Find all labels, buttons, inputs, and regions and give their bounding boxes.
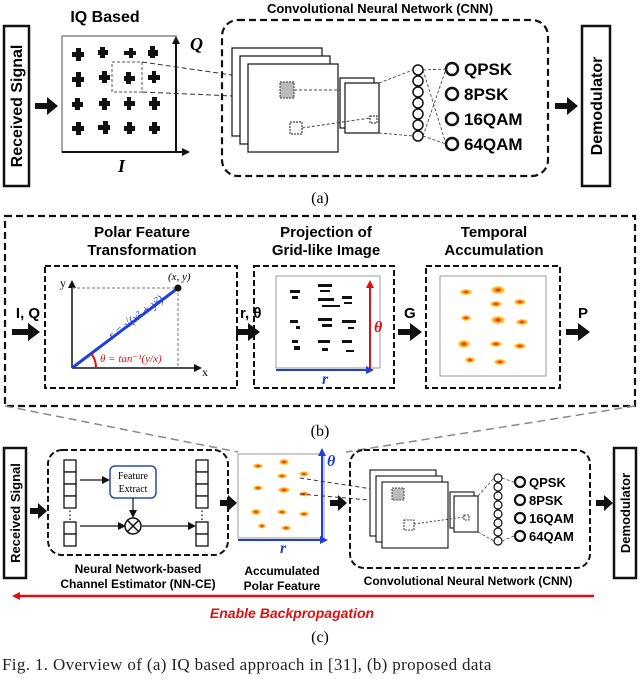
arrow-icon bbox=[236, 323, 260, 341]
cnn-title-a: Convolutional Neural Network (CNN) bbox=[267, 1, 493, 16]
panel-b-frame bbox=[3, 214, 637, 408]
class-16qam-c: 16QAM bbox=[529, 511, 574, 526]
polar-transform-box bbox=[44, 265, 238, 389]
demodulator-box-c: Demodulator bbox=[612, 446, 638, 580]
fc-layer-c bbox=[493, 473, 503, 546]
acc-label-2: Polar Feature bbox=[244, 579, 321, 593]
i-axis-label: I bbox=[117, 156, 126, 176]
nnce-output-layer bbox=[195, 459, 209, 547]
svg-text:⋮: ⋮ bbox=[64, 508, 76, 522]
cnn-feature-maps-c bbox=[369, 469, 479, 549]
output-g: G bbox=[404, 305, 416, 322]
arrow-icon bbox=[566, 323, 590, 341]
panel-a-label: (a) bbox=[311, 190, 329, 207]
panel-c: Received Signal ⋮ ⋮ Feature Extract bbox=[2, 446, 638, 646]
point-label: (x, y) bbox=[168, 271, 191, 283]
panel-b: I, Q Polar Feature Transformation y x (x… bbox=[3, 214, 637, 440]
step3-title-1: Temporal bbox=[461, 224, 527, 241]
temporal-accumulation-box bbox=[425, 265, 561, 389]
q-axis-label: Q bbox=[190, 34, 203, 54]
x-axis-label: x bbox=[202, 365, 208, 379]
fc-layer-a bbox=[412, 64, 424, 142]
arrow-icon bbox=[555, 97, 578, 115]
received-signal-box-a: Received Signal bbox=[2, 24, 31, 188]
arrow-icon bbox=[330, 495, 347, 511]
arrow-icon bbox=[35, 97, 58, 115]
demodulator-label: Demodulator bbox=[589, 57, 606, 156]
panel-a: Received Signal IQ Based Q I bbox=[2, 1, 612, 207]
step1-title-2: Transformation bbox=[87, 242, 196, 259]
theta-label-b: θ bbox=[374, 319, 383, 336]
arrow-icon bbox=[12, 323, 40, 341]
r-label-b: r bbox=[322, 371, 329, 388]
input-iq: I, Q bbox=[16, 305, 41, 322]
figure-caption: Fig. 1. Overview of (a) IQ based approac… bbox=[2, 655, 492, 674]
feature-extract-block: Feature Extract bbox=[109, 465, 157, 499]
received-signal-label-c: Received Signal bbox=[8, 463, 23, 563]
nnce-label-1: Neural Network-based bbox=[75, 562, 202, 576]
class-64qam-c: 64QAM bbox=[529, 529, 574, 544]
class-16qam-a: 16QAM bbox=[464, 110, 523, 129]
theta-formula: θ = tan⁻¹(y/x) bbox=[100, 353, 162, 365]
arrow-icon bbox=[398, 323, 422, 341]
heat-blobs-c bbox=[251, 459, 309, 531]
class-qpsk-a: QPSK bbox=[464, 60, 513, 79]
acc-label-1: Accumulated bbox=[244, 564, 319, 578]
received-signal-label: Received Signal bbox=[9, 45, 26, 168]
step3-title-2: Accumulation bbox=[444, 242, 543, 259]
nnce-input-layer bbox=[63, 459, 77, 547]
nnce-label-2: Channel Estimator (NN-CE) bbox=[60, 577, 215, 591]
iq-title: IQ Based bbox=[70, 9, 139, 26]
cnn-box-a bbox=[220, 18, 550, 178]
cnn-feature-maps-a bbox=[231, 47, 380, 153]
constellation-points bbox=[72, 46, 160, 135]
output-p: P bbox=[578, 305, 588, 322]
cnn-title-c: Convolutional Neural Network (CNN) bbox=[364, 574, 573, 588]
feature-extract-2: Extract bbox=[119, 484, 148, 495]
output-r-theta: r, θ bbox=[240, 305, 261, 322]
heat-blobs-b bbox=[458, 286, 528, 365]
cnn-box-c bbox=[349, 449, 591, 569]
backprop-label: Enable Backpropagation bbox=[210, 605, 374, 621]
class-list-c: QPSK 8PSK 16QAM 64QAM bbox=[513, 475, 574, 544]
accumulated-polar-image bbox=[237, 453, 325, 539]
arrow-icon bbox=[30, 503, 47, 519]
step2-title-2: Grid-like Image bbox=[272, 242, 380, 259]
r-label-c: r bbox=[280, 540, 287, 557]
multiply-icon bbox=[124, 517, 142, 535]
radius-vector bbox=[71, 286, 179, 370]
theta-label-c: θ bbox=[327, 453, 336, 470]
class-list-a: QPSK 8PSK 16QAM 64QAM bbox=[444, 60, 523, 154]
r-formula: r = √(x² + y²) bbox=[105, 292, 166, 342]
svg-text:⋮: ⋮ bbox=[196, 508, 208, 522]
class-64qam-a: 64QAM bbox=[464, 135, 523, 154]
received-signal-box-c: Received Signal bbox=[2, 446, 28, 580]
grid-image-box bbox=[253, 265, 395, 389]
demodulator-label-c: Demodulator bbox=[618, 473, 633, 553]
arrow-icon bbox=[220, 495, 237, 511]
panel-c-label: (c) bbox=[311, 629, 329, 646]
class-qpsk-c: QPSK bbox=[529, 475, 566, 490]
step1-title-1: Polar Feature bbox=[94, 224, 190, 241]
arrow-icon bbox=[596, 495, 613, 511]
class-8psk-c: 8PSK bbox=[529, 493, 564, 508]
feature-extract-1: Feature bbox=[118, 471, 149, 482]
panel-b-label: (b) bbox=[311, 423, 330, 440]
step2-title-1: Projection of bbox=[280, 224, 373, 241]
class-8psk-a: 8PSK bbox=[464, 85, 509, 104]
demodulator-box-a: Demodulator bbox=[580, 24, 612, 188]
grid-marks bbox=[290, 284, 356, 352]
y-axis-label: y bbox=[60, 276, 66, 290]
